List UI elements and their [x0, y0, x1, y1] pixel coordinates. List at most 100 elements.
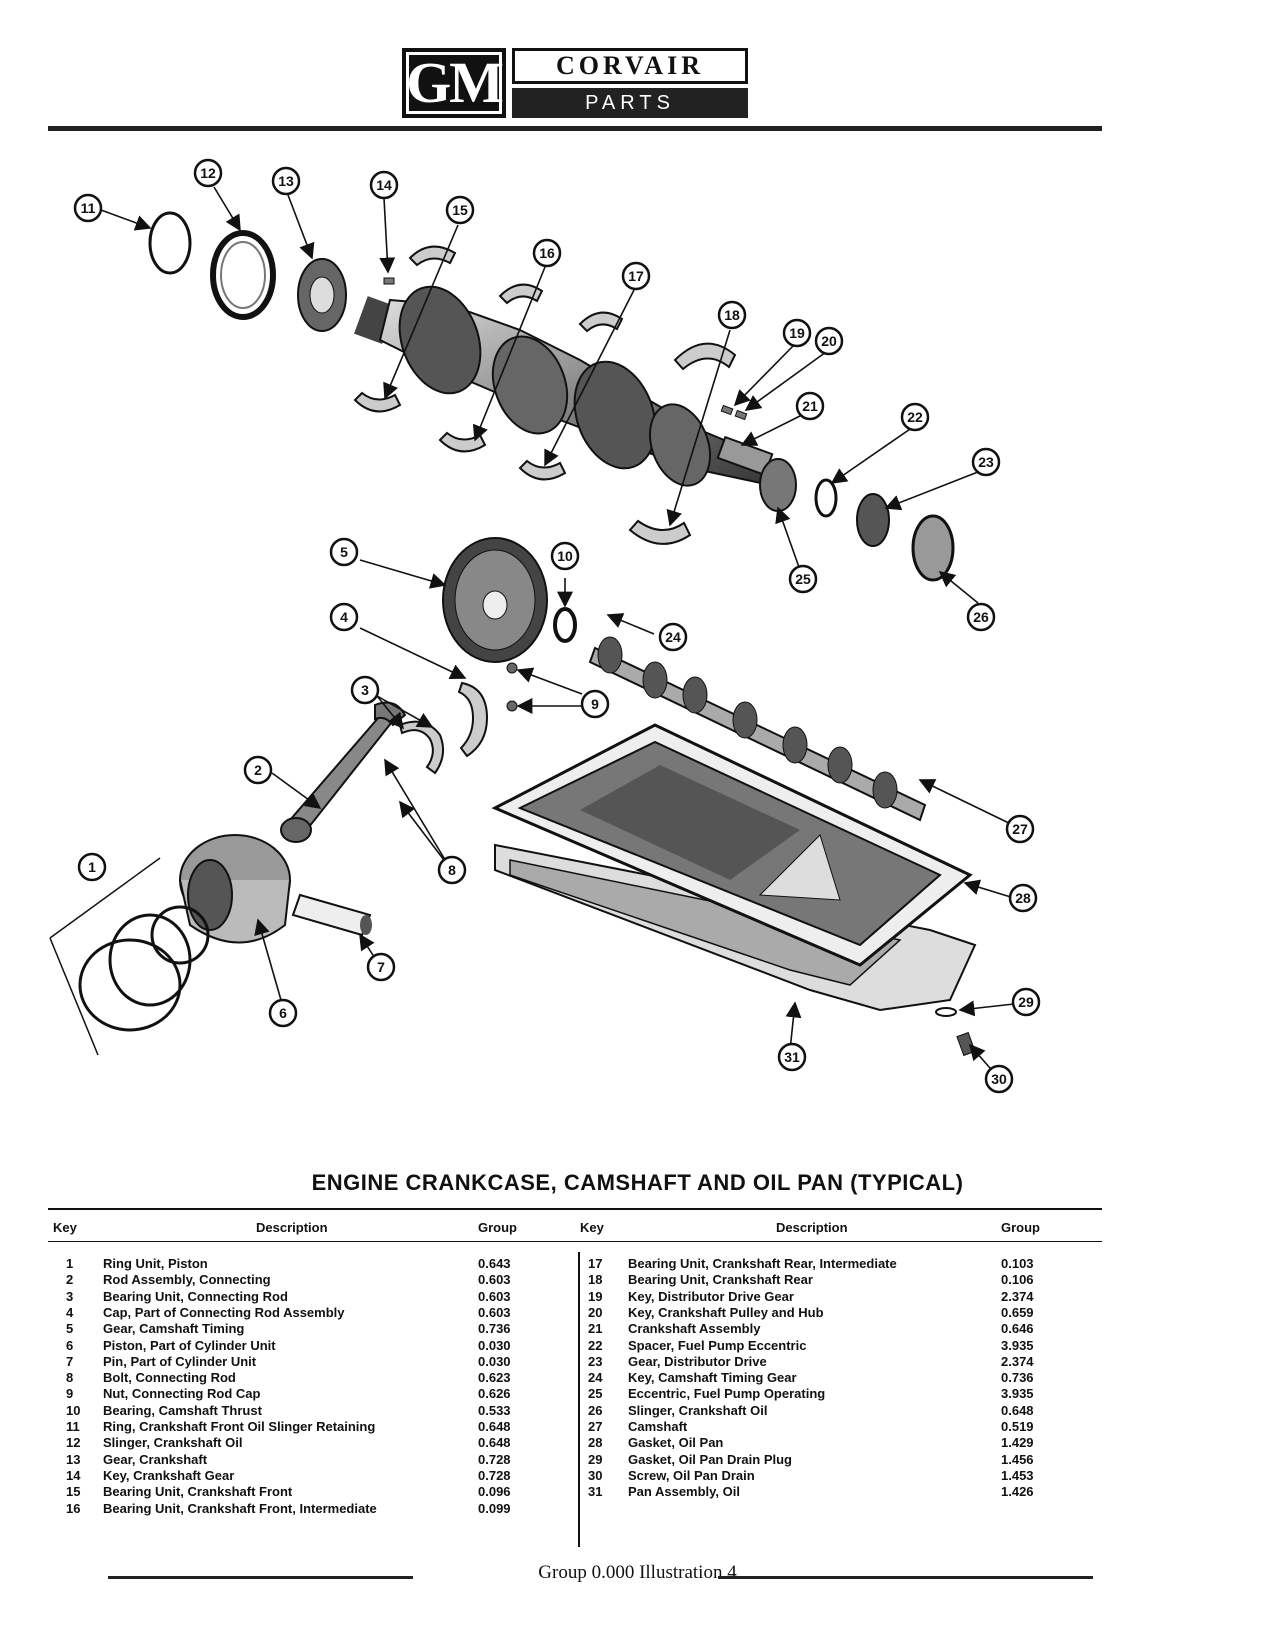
- svg-text:26: 26: [973, 609, 989, 625]
- crankshaft-oil-slinger: [210, 230, 276, 320]
- table-left-key-cell: 2: [66, 1272, 74, 1288]
- header-key-right: Key: [580, 1220, 604, 1235]
- callout-13: 13: [271, 166, 301, 196]
- callout-21: 21: [795, 391, 825, 421]
- header-group-right: Group: [1001, 1220, 1040, 1235]
- svg-text:22: 22: [907, 409, 923, 425]
- connecting-rod: [280, 701, 407, 843]
- header-group-left: Group: [478, 1220, 517, 1235]
- table-left-group-cell: 0.030: [478, 1337, 511, 1353]
- footer-rule-left: [108, 1576, 413, 1579]
- svg-text:16: 16: [539, 245, 555, 261]
- gm-logo-mark: GM: [402, 48, 506, 118]
- table-right-description-cell: Key, Camshaft Timing Gear: [628, 1370, 797, 1386]
- table-left-group-cell: 0.030: [478, 1353, 511, 1369]
- table-right-group-cell: 0.659: [1001, 1304, 1034, 1320]
- camshaft: [588, 636, 927, 822]
- table-left-description-cell: Key, Crankshaft Gear: [103, 1467, 235, 1483]
- svg-text:12: 12: [200, 165, 216, 181]
- svg-text:23: 23: [978, 454, 994, 470]
- table-left-group-cell: 0.728: [478, 1451, 511, 1467]
- table-right-key-cell: 21: [588, 1321, 603, 1337]
- table-right-description-cell: Gear, Distributor Drive: [628, 1353, 767, 1369]
- callout-8: 8: [437, 855, 467, 885]
- callout-18: 18: [717, 300, 747, 330]
- table-right-key-cell: 28: [588, 1435, 603, 1451]
- table-left-description-cell: Bearing Unit, Crankshaft Front, Intermed…: [103, 1500, 377, 1516]
- table-right-description-cell: Pan Assembly, Oil: [628, 1484, 740, 1500]
- svg-text:25: 25: [795, 571, 811, 587]
- table-right-description-cell: Gasket, Oil Pan Drain Plug: [628, 1451, 792, 1467]
- table-left-group-cell: 0.648: [478, 1419, 511, 1434]
- svg-text:19: 19: [789, 325, 805, 341]
- callout-20: 20: [814, 326, 844, 356]
- table-right-group-cell: 1.456: [1001, 1451, 1034, 1467]
- table-left-description-cell: Piston, Part of Cylinder Unit: [103, 1337, 276, 1353]
- table-right-description-cell: Camshaft: [628, 1419, 688, 1434]
- table-right-group-cell: 3.935: [1001, 1386, 1034, 1402]
- callout-1: 1: [77, 852, 107, 882]
- table-left-group-cell: 0.648: [478, 1435, 511, 1451]
- svg-text:6: 6: [279, 1005, 287, 1021]
- table-left-group-cell: 0.096: [478, 1484, 511, 1500]
- camshaft-thrust-bearing: [553, 607, 577, 643]
- table-right-group-cell: 1.429: [1001, 1435, 1034, 1451]
- fuel-pump-eccentric: [759, 458, 797, 512]
- svg-text:3: 3: [361, 682, 369, 698]
- rod-bearing: [398, 720, 445, 775]
- svg-text:11: 11: [81, 200, 96, 216]
- callout-16: 16: [532, 238, 562, 268]
- table-right-group-cell: 1.453: [1001, 1467, 1034, 1483]
- fuel-pump-spacer: [814, 478, 838, 518]
- callout-29: 29: [1011, 987, 1041, 1017]
- piston-pin: [291, 893, 372, 937]
- callout-23: 23: [971, 447, 1001, 477]
- drain-screw: [956, 1031, 976, 1057]
- table-left-description-cell: Rod Assembly, Connecting: [103, 1272, 271, 1288]
- table-right-key-cell: 31: [588, 1484, 603, 1500]
- table-left-key-cell: 14: [66, 1467, 81, 1483]
- table-right-description-cell: Slinger, Crankshaft Oil: [628, 1402, 768, 1418]
- table-left-description-cell: Ring, Crankshaft Front Oil Slinger Retai…: [103, 1419, 376, 1434]
- gm-corvair-logo: GM CORVAIR PARTS CATALOGUE: [402, 48, 748, 144]
- table-left-key-cell: 9: [66, 1386, 74, 1402]
- table-left-description-cell: Cap, Part of Connecting Rod Assembly: [103, 1304, 345, 1320]
- footer-rule-right: [718, 1576, 1093, 1579]
- table-left-description-cell: Gear, Crankshaft: [103, 1451, 208, 1467]
- callout-15: 15: [445, 195, 475, 225]
- table-right-description-cell: Bearing Unit, Crankshaft Rear: [628, 1272, 813, 1288]
- header-key-left: Key: [53, 1220, 77, 1235]
- table-right-group-cell: 0.736: [1001, 1370, 1034, 1386]
- table-left-key-cell: 13: [66, 1451, 81, 1467]
- oil-pan-gasket: [491, 723, 973, 967]
- table-right-key-cell: 26: [588, 1402, 603, 1418]
- table-left-key-cell: 5: [66, 1321, 74, 1337]
- table-left-group-cell: 0.736: [478, 1321, 511, 1337]
- table-right-key-cell: 24: [588, 1370, 603, 1386]
- svg-text:24: 24: [665, 629, 681, 645]
- callout-31: 31: [777, 1042, 807, 1072]
- callout-30: 30: [984, 1064, 1014, 1094]
- table-left-key-cell: 10: [66, 1402, 81, 1418]
- table-right-description-cell: Key, Crankshaft Pulley and Hub: [628, 1304, 824, 1320]
- header-description-left: Description: [256, 1220, 328, 1235]
- table-right-group-cell: 0.519: [1001, 1419, 1034, 1434]
- svg-text:1: 1: [88, 859, 96, 875]
- table-column-divider: [578, 1252, 580, 1547]
- oil-pan-assembly: [494, 843, 977, 1012]
- svg-text:18: 18: [724, 307, 740, 323]
- svg-text:9: 9: [591, 696, 599, 712]
- svg-text:29: 29: [1018, 994, 1034, 1010]
- svg-text:27: 27: [1012, 821, 1028, 837]
- callout-28: 28: [1008, 883, 1038, 913]
- rod-cap: [457, 681, 489, 758]
- callout-19: 19: [782, 318, 812, 348]
- svg-text:8: 8: [448, 862, 456, 878]
- svg-text:17: 17: [628, 268, 644, 284]
- table-right-description-cell: Crankshaft Assembly: [628, 1321, 761, 1337]
- table-left-group-cell: 0.533: [478, 1402, 511, 1418]
- slinger-retaining-ring: [148, 211, 192, 275]
- header-rule: [48, 126, 1102, 131]
- table-right-description-cell: Spacer, Fuel Pump Eccentric: [628, 1337, 807, 1353]
- table-right-description-cell: Screw, Oil Pan Drain: [628, 1467, 755, 1483]
